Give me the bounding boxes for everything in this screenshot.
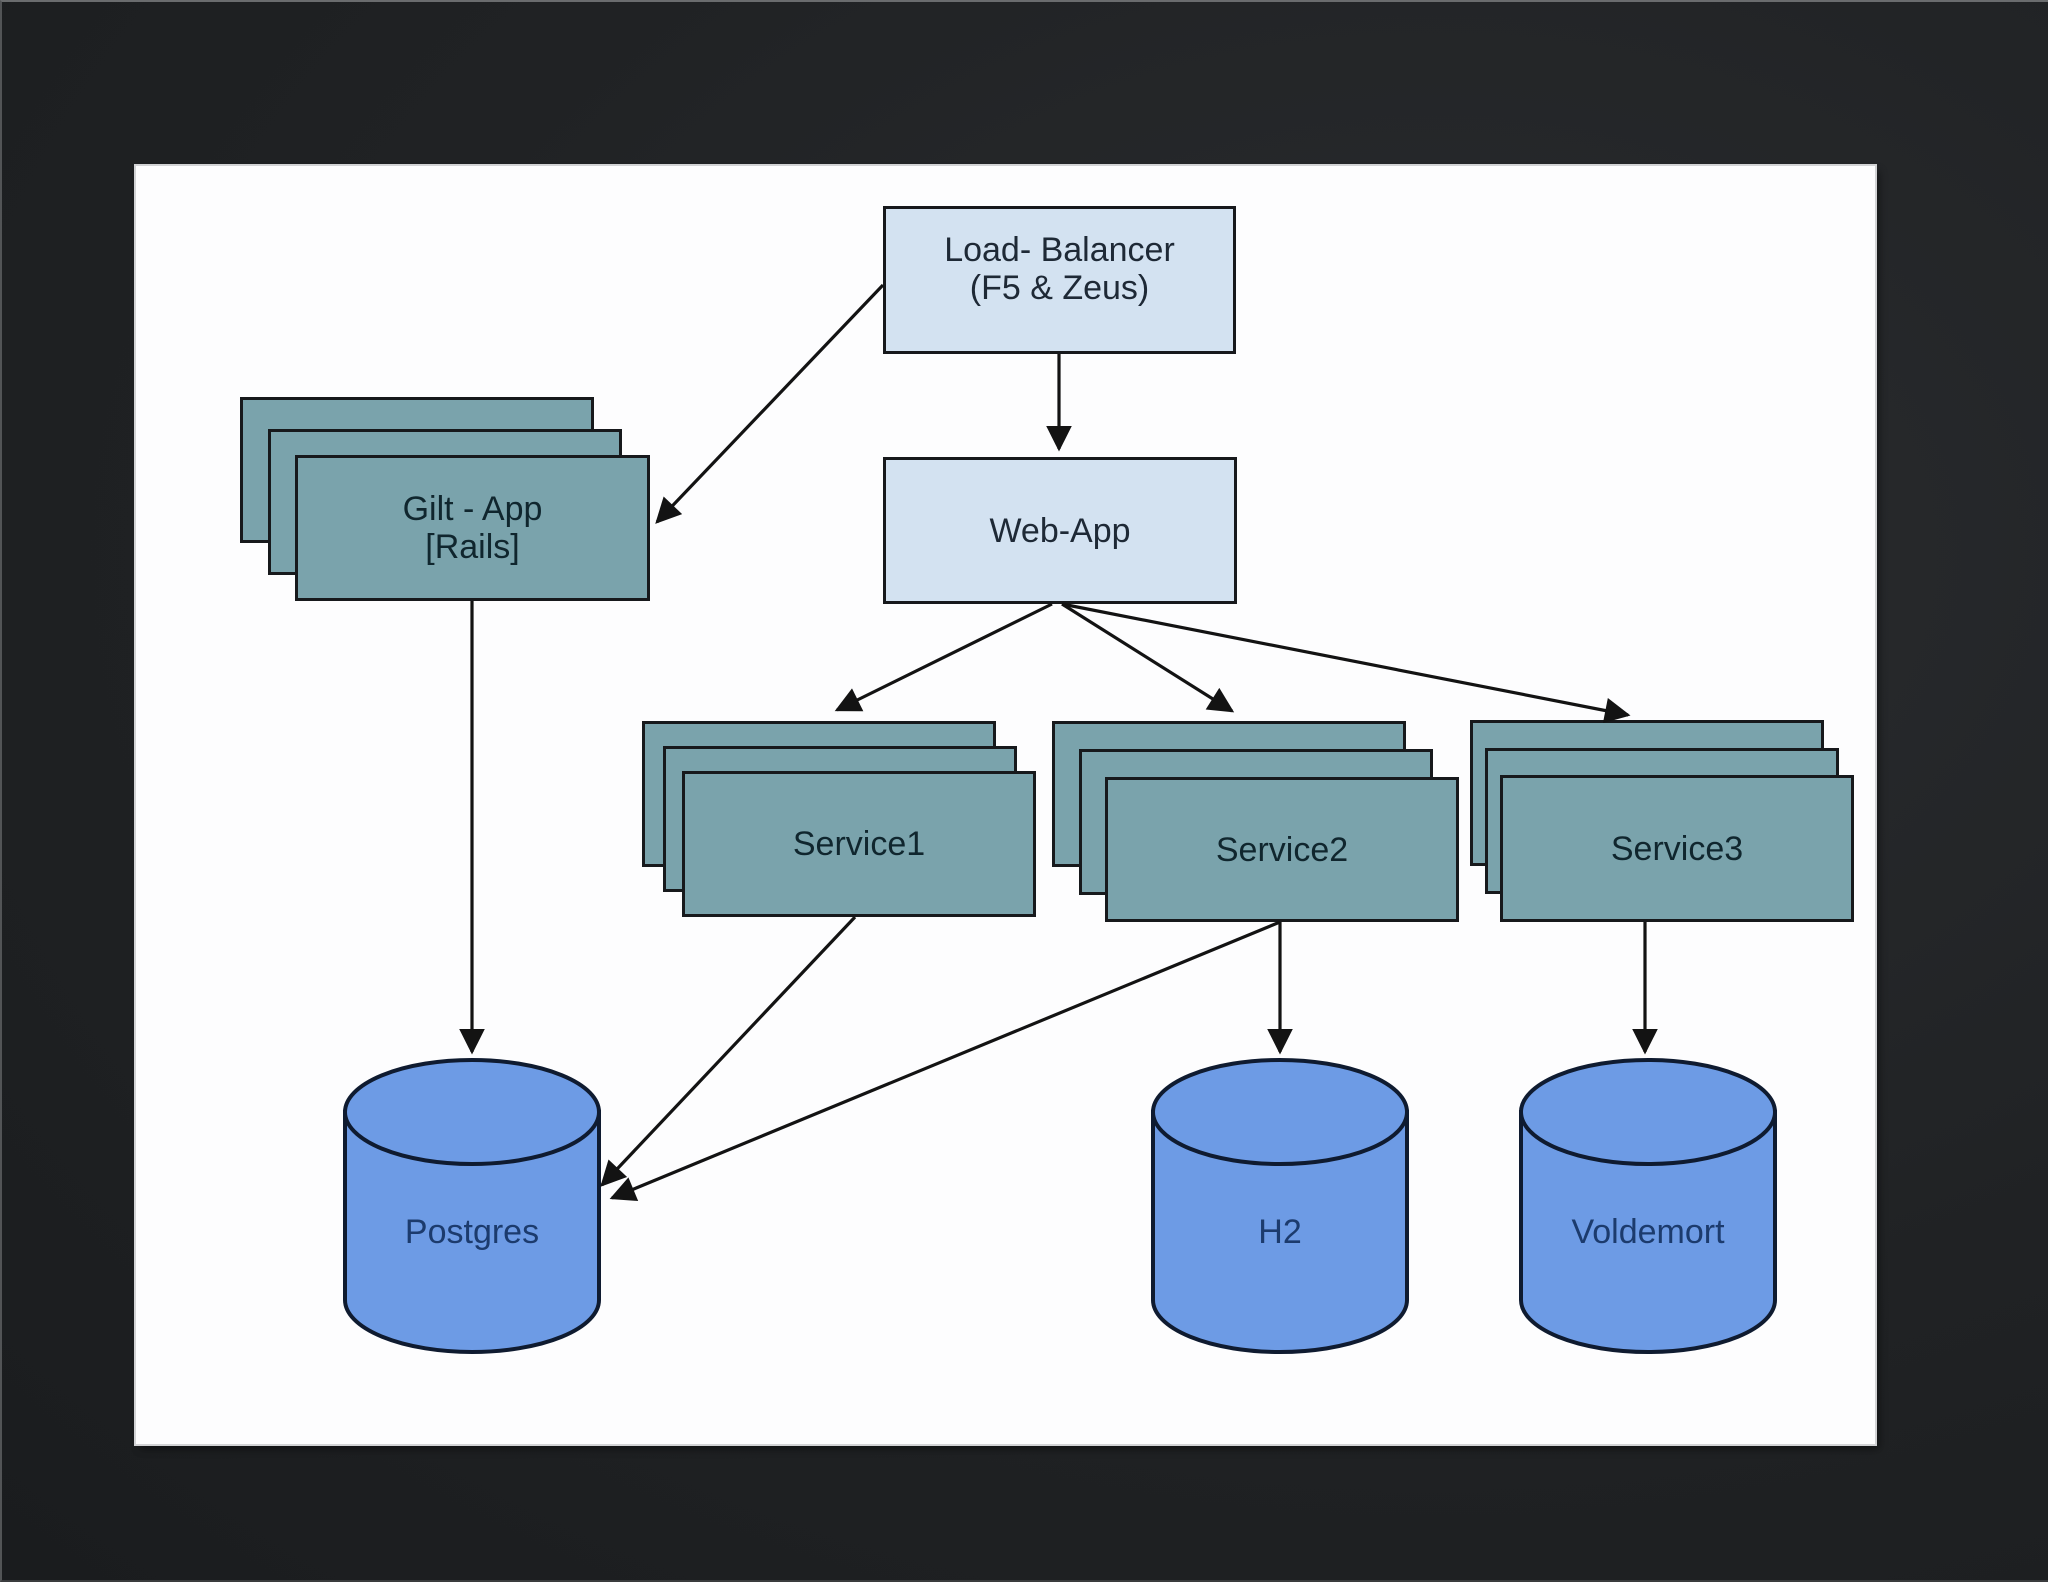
node-web-app: Web-App (883, 457, 1237, 604)
web-app-label: Web-App (989, 511, 1131, 550)
voldemort-cylinder-body (1519, 1110, 1777, 1354)
service2-label: Service2 (1215, 830, 1349, 869)
node-service2: Service2 (1105, 777, 1459, 922)
service1-label: Service1 (792, 825, 926, 863)
load-balancer-label-line1: Load- Balancer (944, 231, 1175, 269)
node-service1: Service1 (682, 771, 1036, 917)
load-balancer-label-line2: (F5 & Zeus) (969, 269, 1150, 307)
voldemort-cylinder-top (1519, 1058, 1777, 1166)
postgres-cylinder-body (343, 1110, 601, 1354)
slide: Gilt - App [Rails] Load- Balancer (F5 & … (136, 166, 1875, 1444)
postgres-label: Postgres (404, 1213, 540, 1251)
voldemort-label: Voldemort (1571, 1213, 1725, 1251)
postgres-cylinder-top (343, 1058, 601, 1166)
node-gilt-app: Gilt - App [Rails] (295, 455, 650, 601)
gilt-app-label-line1: Gilt - App (402, 490, 543, 528)
h2-cylinder-top (1151, 1058, 1409, 1166)
service3-label: Service3 (1610, 829, 1744, 868)
h2-label: H2 (1258, 1213, 1302, 1251)
voldemort-cylinder (1519, 1058, 1777, 1354)
node-load-balancer: Load- Balancer (F5 & Zeus) (883, 206, 1236, 354)
postgres-cylinder (343, 1058, 601, 1354)
node-service3: Service3 (1500, 775, 1854, 922)
gilt-app-label-line2: [Rails] (425, 528, 520, 566)
